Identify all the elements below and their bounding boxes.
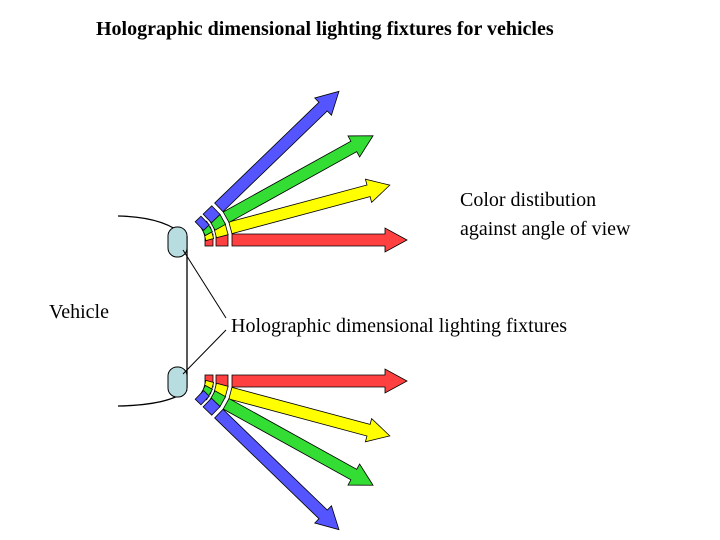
beam-segment — [194, 215, 210, 231]
beam-segment — [194, 390, 210, 406]
beam-arrow — [228, 178, 391, 235]
leader-line-bottom — [182, 329, 227, 375]
page-title: Holographic dimensional lighting fixture… — [96, 18, 554, 40]
beam-segment — [202, 397, 221, 416]
beam-arrow — [222, 135, 374, 224]
color-distribution-line2: against angle of view — [460, 218, 631, 240]
color-distribution-label: Color distibution against angle of view — [460, 186, 631, 244]
vehicle-label: Vehicle — [49, 301, 109, 323]
lamp-top — [167, 226, 188, 258]
beam-arrow — [222, 397, 374, 486]
color-distribution-line1: Color distibution — [460, 189, 597, 211]
beam-arrow — [214, 408, 340, 531]
beam-segment — [202, 205, 221, 224]
beam-arrow — [231, 227, 408, 253]
beam-bottom-blue — [194, 390, 340, 531]
beam-arrow — [214, 90, 340, 213]
beam-arrow — [228, 386, 391, 443]
beam-arrow — [231, 368, 408, 394]
beam-top-blue — [194, 90, 340, 231]
fixtures-label: Holographic dimensional lighting fixture… — [231, 315, 568, 337]
leader-line-top — [182, 249, 227, 319]
lamp-bottom — [167, 366, 188, 398]
